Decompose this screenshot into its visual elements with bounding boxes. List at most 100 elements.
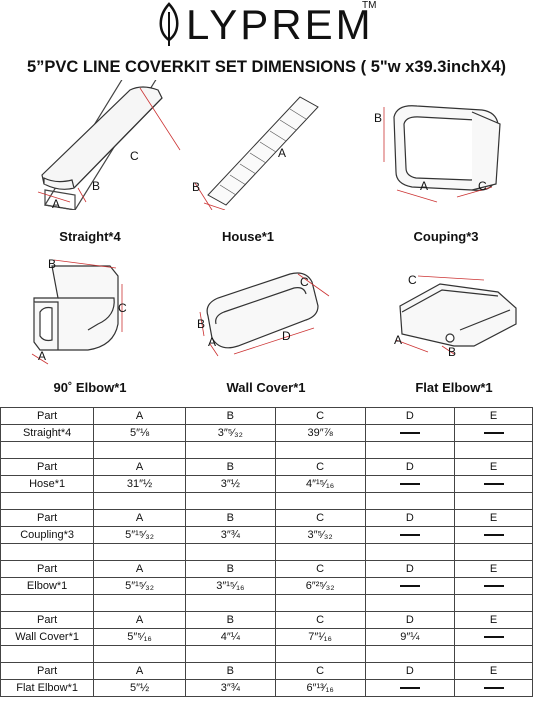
table-header-cell: C	[274, 611, 366, 629]
table-cell-a: 5″½	[93, 679, 186, 697]
table-spacer-row	[0, 594, 533, 612]
table-spacer-cell	[0, 441, 95, 459]
table-spacer-cell	[274, 543, 366, 561]
table-spacer-row	[0, 492, 533, 510]
table-spacer-cell	[93, 594, 186, 612]
table-header-cell: A	[93, 560, 186, 578]
table-cell-part: Wall Cover*1	[0, 628, 95, 646]
table-header-cell: E	[454, 560, 533, 578]
table-spacer-cell	[274, 441, 366, 459]
table-header-cell: B	[184, 407, 276, 425]
elbow-label-a: A	[38, 349, 46, 363]
dash-mark	[399, 534, 420, 537]
table-cell-e	[454, 628, 533, 646]
dash-mark	[483, 687, 504, 690]
dash-mark	[399, 432, 420, 435]
flatelbow-label-a: A	[394, 333, 402, 347]
table-cell-a: 5″¹⁵⁄₃₂	[93, 526, 186, 544]
table-cell-part: Coupling*3	[0, 526, 95, 544]
table-header-cell: C	[274, 662, 366, 680]
hose-figure: A B	[192, 96, 319, 210]
table-spacer-cell	[274, 594, 366, 612]
table-spacer-cell	[454, 492, 533, 510]
table-header-cell: Part	[0, 458, 95, 476]
wallcover-label-b: B	[197, 317, 205, 331]
hose-label-a: A	[278, 146, 286, 160]
table-spacer-cell	[364, 441, 456, 459]
straight-label-b: B	[92, 179, 100, 193]
dash-mark	[483, 432, 504, 435]
coupling-figure: B A C	[374, 105, 501, 203]
table-cell-d	[364, 424, 456, 442]
table-spacer-cell	[184, 492, 276, 510]
table-cell-e	[454, 475, 533, 493]
flat-elbow-figure: C A B	[394, 273, 517, 359]
table-cell-b: 3″¾	[184, 526, 276, 544]
table-cell-b: 4″¼	[184, 628, 276, 646]
flatelbow-label-b: B	[448, 345, 456, 359]
coupling-label-c: C	[478, 179, 487, 193]
table-header-cell: B	[184, 458, 276, 476]
table-cell-d	[364, 475, 456, 493]
elbow-label-b: B	[48, 257, 56, 271]
table-spacer-row	[0, 645, 533, 663]
table-header-cell: D	[364, 662, 456, 680]
caption-flat-elbow: Flat Elbow*1	[415, 380, 493, 395]
table-header-cell: D	[364, 407, 456, 425]
table-cell-b: 3″½	[184, 475, 276, 493]
caption-elbow: 90˚ Elbow*1	[53, 380, 127, 395]
table-spacer-cell	[454, 594, 533, 612]
table-cell-c: 6″²⁵⁄₃₂	[274, 577, 366, 595]
table-spacer-cell	[364, 543, 456, 561]
table-spacer-cell	[274, 645, 366, 663]
table-cell-e	[454, 424, 533, 442]
table-spacer-cell	[93, 543, 186, 561]
table-cell-part: Straight*4	[0, 424, 95, 442]
table-spacer-cell	[274, 492, 366, 510]
table-header-cell: B	[184, 662, 276, 680]
table-header-cell: D	[364, 509, 456, 527]
table-header-cell: C	[274, 458, 366, 476]
table-header-cell: Part	[0, 611, 95, 629]
table-spacer-cell	[454, 441, 533, 459]
table-cell-d: 9″¼	[364, 628, 456, 646]
table-spacer-cell	[364, 645, 456, 663]
table-spacer-cell	[454, 645, 533, 663]
table-header-cell: E	[454, 509, 533, 527]
table-spacer-cell	[0, 492, 95, 510]
table-header-cell: A	[93, 662, 186, 680]
elbow-label-c: C	[118, 301, 127, 315]
table-spacer-row	[0, 543, 533, 561]
table-header-cell: C	[274, 407, 366, 425]
table-cell-e	[454, 577, 533, 595]
table-spacer-cell	[184, 543, 276, 561]
table-header-cell: A	[93, 509, 186, 527]
hose-label-b: B	[192, 180, 200, 194]
table-header-cell: D	[364, 560, 456, 578]
caption-straight: Straight*4	[59, 229, 121, 244]
straight-label-c: C	[130, 149, 139, 163]
table-header-cell: D	[364, 611, 456, 629]
table-cell-d	[364, 526, 456, 544]
table-cell-c: 39″⅞	[274, 424, 366, 442]
table-spacer-cell	[454, 543, 533, 561]
page-title: 5”PVC LINE COVERKIT SET DIMENSIONS ( 5"w…	[26, 58, 507, 76]
leaf-logo-icon	[159, 2, 179, 46]
table-header-cell: Part	[0, 407, 95, 425]
table-header-cell: Part	[0, 509, 95, 527]
table-cell-e	[454, 679, 533, 697]
table-cell-a: 5″⁵⁄₁₆	[93, 628, 186, 646]
table-cell-c: 3″⁵⁄₃₂	[274, 526, 366, 544]
dash-mark	[483, 483, 504, 486]
table-header-cell: E	[454, 407, 533, 425]
elbow-90-figure: B C A	[31, 257, 127, 365]
table-cell-part: Hose*1	[0, 475, 95, 493]
brand-header: LYPREM TM	[0, 0, 533, 48]
